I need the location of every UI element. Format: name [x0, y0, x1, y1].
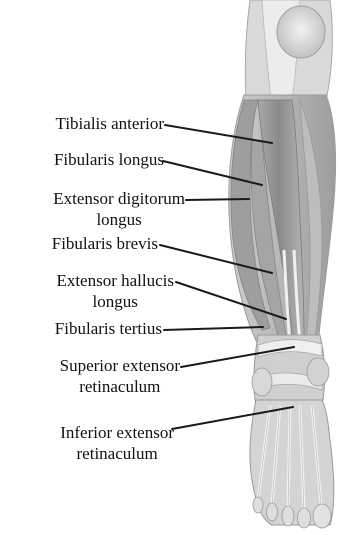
leader-fibularis-tertius	[164, 327, 263, 330]
label-line: longus	[53, 209, 185, 230]
patella-shape	[277, 6, 325, 58]
label-inferior-extensor-retinaculum: Inferior extensor retinaculum	[60, 422, 174, 464]
label-line: retinaculum	[60, 443, 174, 464]
label-line: Tibialis anterior	[56, 113, 164, 134]
label-extensor-hallucis-longus: Extensor hallucis longus	[56, 270, 174, 312]
label-line: Fibularis brevis	[52, 233, 158, 254]
label-superior-extensor-retinaculum: Superior extensor retinaculum	[60, 355, 180, 397]
label-extensor-digitorum-longus: Extensor digitorum longus	[53, 188, 185, 230]
label-line: Inferior extensor	[60, 422, 174, 443]
label-line: Extensor digitorum	[53, 188, 185, 209]
label-line: Superior extensor	[60, 355, 180, 376]
toe-4-shape	[267, 503, 278, 521]
toe-5-shape	[253, 497, 263, 513]
label-fibularis-brevis: Fibularis brevis	[52, 233, 158, 254]
label-tibialis-anterior: Tibialis anterior	[56, 113, 164, 134]
big-toe-shape	[313, 504, 331, 528]
toe-3-shape	[282, 506, 294, 526]
medial-malleolus-shape	[307, 358, 329, 386]
label-fibularis-longus: Fibularis longus	[54, 149, 164, 170]
toe-2-shape	[298, 508, 311, 528]
lateral-malleolus-shape	[252, 368, 272, 396]
label-fibularis-tertius: Fibularis tertius	[55, 318, 162, 339]
leader-extensor-digitorum-longus	[186, 199, 249, 200]
label-line: Fibularis tertius	[55, 318, 162, 339]
label-line: Extensor hallucis	[56, 270, 174, 291]
label-line: retinaculum	[60, 376, 180, 397]
label-line: longus	[56, 291, 174, 312]
label-line: Fibularis longus	[54, 149, 164, 170]
